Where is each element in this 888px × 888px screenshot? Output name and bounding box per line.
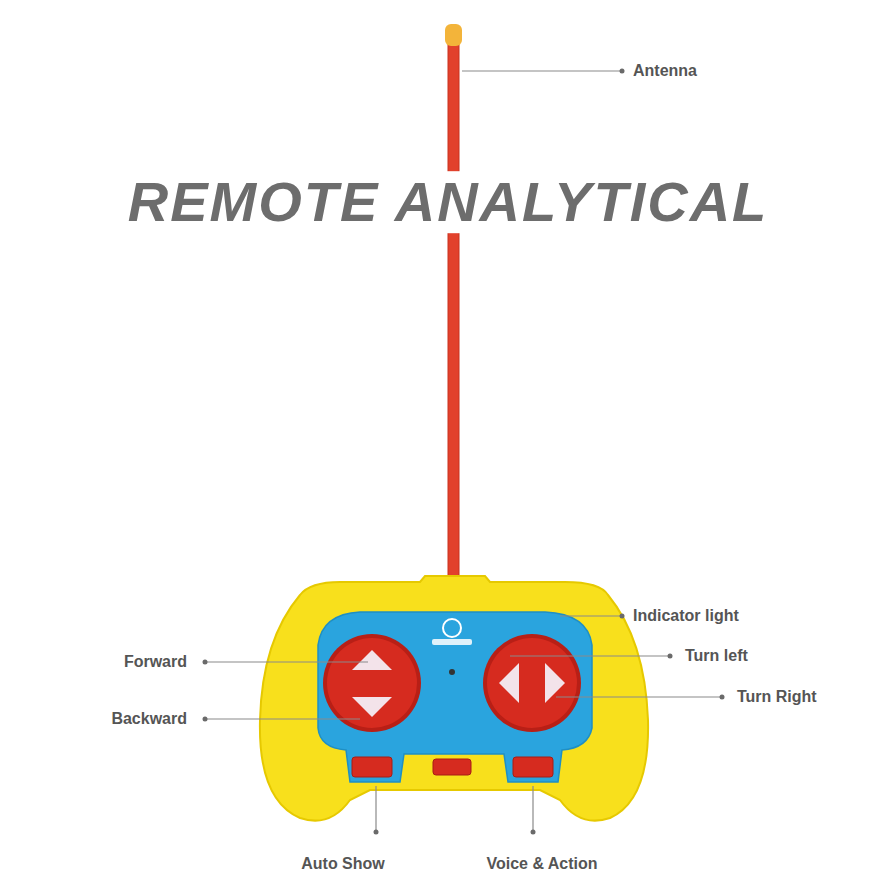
direction-pad [323, 634, 421, 732]
voice-button [513, 757, 553, 777]
part-label: Auto Show [300, 854, 386, 873]
leader-dot [203, 717, 208, 722]
leader-line [375, 786, 376, 832]
leader-dot [620, 614, 625, 619]
heading: REMOTE ANALYTICAL [124, 171, 773, 233]
part-label: Indicator light [632, 606, 740, 625]
middle-button [433, 759, 471, 775]
logo [432, 639, 472, 645]
leader-dot [374, 830, 379, 835]
logo [443, 619, 461, 637]
backward-arrow [352, 697, 392, 717]
leader-line [205, 718, 360, 719]
leader-line [462, 70, 622, 71]
part-label: Forward [123, 652, 188, 671]
part-label: Antenna [632, 61, 698, 80]
antenna-rod [448, 40, 459, 585]
leader-dot [620, 69, 625, 74]
auto-show-button [352, 757, 392, 777]
leader-line [560, 615, 622, 616]
steering-pad [483, 634, 581, 732]
forward-arrow [352, 650, 392, 670]
indicator-light [449, 669, 455, 675]
direction-pad [327, 638, 417, 728]
part-label: Backward [110, 709, 188, 728]
leader-dot [203, 660, 208, 665]
leader-dot [531, 830, 536, 835]
controller-body [260, 576, 648, 821]
leader-line [205, 661, 368, 662]
part-label: Voice & Action [485, 854, 598, 873]
part-label: Turn left [684, 646, 749, 665]
leader-dot [668, 654, 673, 659]
part-label: Turn Right [736, 687, 818, 706]
leader-line [510, 655, 670, 656]
control-panel [318, 612, 592, 782]
antenna-tip [445, 24, 462, 46]
leader-line [532, 786, 533, 832]
steering-pad [487, 638, 577, 728]
leader-dot [720, 695, 725, 700]
leader-line [556, 696, 722, 697]
left-arrow [499, 663, 519, 703]
